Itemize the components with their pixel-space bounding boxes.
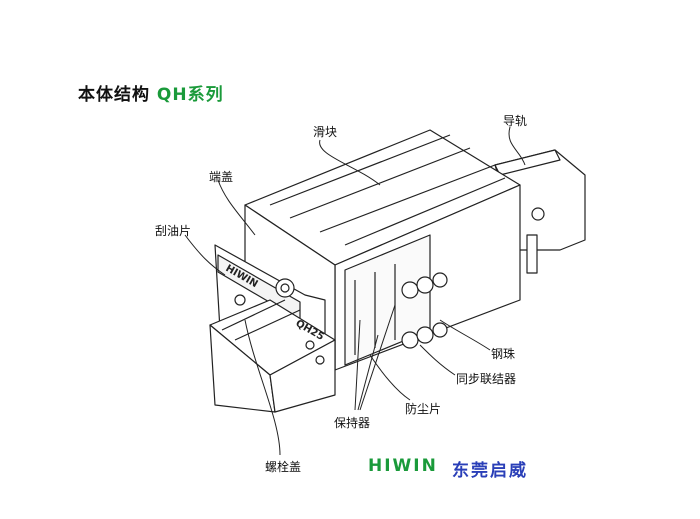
brand-region: 东莞启威 bbox=[452, 461, 528, 481]
leader-retainer-3 bbox=[359, 304, 396, 411]
steel-ball-5 bbox=[416, 326, 434, 344]
label-sync-linker: 同步联结器 bbox=[456, 372, 517, 386]
bolt-hole-3 bbox=[315, 355, 325, 365]
page-title: 本体结构 QH系列 bbox=[78, 80, 224, 105]
brand-name: HIWIN bbox=[368, 456, 438, 476]
label-dust-seal: 防尘片 bbox=[405, 402, 442, 416]
leader-retainer-1 bbox=[354, 319, 361, 411]
title-main: 本体结构 bbox=[78, 85, 150, 105]
steel-ball-3 bbox=[432, 272, 448, 288]
label-retainer: 保持器 bbox=[334, 416, 371, 430]
steel-ball-6 bbox=[432, 322, 448, 338]
leader-slider bbox=[319, 139, 381, 186]
side-slot bbox=[526, 234, 538, 274]
bolt-hole-2 bbox=[305, 340, 315, 350]
label-scraper: 刮油片 bbox=[155, 224, 192, 238]
leader-dust-seal bbox=[369, 354, 411, 401]
steel-ball-1 bbox=[401, 281, 419, 299]
leader-retainer-2 bbox=[357, 334, 379, 411]
leader-scraper bbox=[184, 234, 226, 276]
label-rail: 导轨 bbox=[503, 114, 528, 128]
bolt-hole-1 bbox=[234, 294, 246, 306]
label-steel-ball: 钢珠 bbox=[491, 347, 516, 361]
steel-ball-4 bbox=[401, 331, 419, 349]
title-series: QH系列 bbox=[156, 85, 224, 105]
label-bolt-cap: 螺栓盖 bbox=[265, 460, 302, 474]
leader-end-cap bbox=[217, 179, 256, 236]
leader-sync-linker bbox=[419, 344, 456, 376]
label-end-cap: 端盖 bbox=[209, 170, 234, 184]
leader-rail bbox=[508, 126, 526, 166]
leader-steel-ball bbox=[439, 319, 491, 351]
label-slider: 滑块 bbox=[313, 125, 338, 139]
leader-bolt-cap bbox=[244, 319, 281, 456]
steel-ball-2 bbox=[416, 276, 434, 294]
rail-far-hole bbox=[531, 207, 545, 221]
